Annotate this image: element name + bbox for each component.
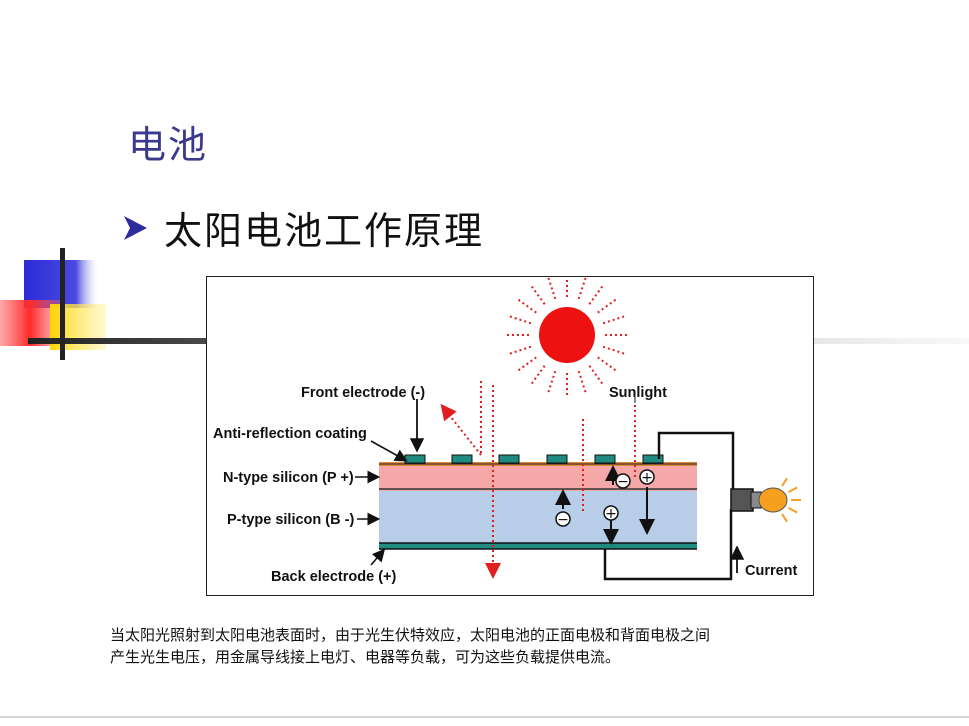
sun-ray [516,356,537,373]
external-circuit [603,431,745,581]
electron-sign-2: − [617,474,629,490]
front-electrode-finger [404,454,426,464]
p-type-layer [379,489,697,543]
sun-ray [507,345,532,356]
label-front-electrode: Front electrode (-) [301,385,425,401]
electron-sign: − [557,512,569,528]
label-n-type: N-type silicon (P +) [223,470,354,486]
sun-ray [602,314,627,325]
electron-symbol-2 [615,473,631,489]
label-p-type: P-type silicon (B -) [227,512,354,528]
front-electrode-finger [498,454,520,464]
label-leaders [355,397,636,566]
sun-ray [588,365,605,386]
footer-divider [0,716,969,718]
sun-ray [507,314,532,325]
label-back-electrode: Back electrode (+) [271,569,396,585]
front-electrode-finger [642,454,664,464]
sun-ray [529,365,546,386]
sun-ray [602,345,627,356]
sun-ray [597,297,618,314]
hole-symbol-2 [639,469,655,485]
bulb-glow-ray [788,507,798,514]
bulb-glass [758,487,788,513]
bullet-text: 太阳电池工作原理 [164,209,485,253]
light-bulb-icon [730,477,801,523]
bulb-glow-ray [781,477,788,487]
label-current: Current [745,563,798,579]
bulb-glow-ray [781,513,788,523]
label-sunlight: Sunlight [609,385,667,401]
front-electrode-fingers [404,454,664,464]
sun-disc [539,307,595,363]
vertical-rule [60,248,65,360]
front-electrode-finger [451,454,473,464]
back-electrode-layer [379,543,697,549]
caption-line-1: 当太阳光照射到太阳电池表面时，由于光生伏特效应，太阳电池的正面电极和背面电极之间 [110,626,711,644]
hole-sign-2: + [641,470,653,486]
label-anti-reflection: Anti-reflection coating [213,426,367,442]
hole-sign: + [605,506,617,522]
sun-ray [546,370,557,395]
sun-ray [516,297,537,314]
solar-cell-svg: − + − + [213,277,801,585]
hole-symbol [603,505,619,521]
bulb-glow-ray [788,486,798,493]
caption-line-2: 产生光生电压，用金属导线接上电灯、电器等负载，可为这些负载提供电流。 [110,648,621,666]
slide-title: 电池 [128,123,209,167]
sun-ray [588,284,605,305]
sun-ray [577,370,588,395]
front-electrode-finger [546,454,568,464]
caption-paragraph: 当太阳光照射到太阳电池表面时，由于光生伏特效应，太阳电池的正面电极和背面电极之间… [110,624,880,668]
sunlight-rays [440,381,636,579]
sun-ray [529,284,546,305]
sun-icon [505,277,629,397]
sun-ray [597,356,618,373]
electron-symbol [555,511,571,527]
arrow-bullet-icon [124,215,147,240]
sun-ray [547,277,557,300]
front-electrode-finger [594,454,616,464]
solar-cell-diagram: − + − + [206,276,814,596]
carrier-arrows: − + − + [555,465,655,545]
bullet-item: 太阳电池工作原理 [120,200,484,255]
sun-ray [577,277,587,300]
